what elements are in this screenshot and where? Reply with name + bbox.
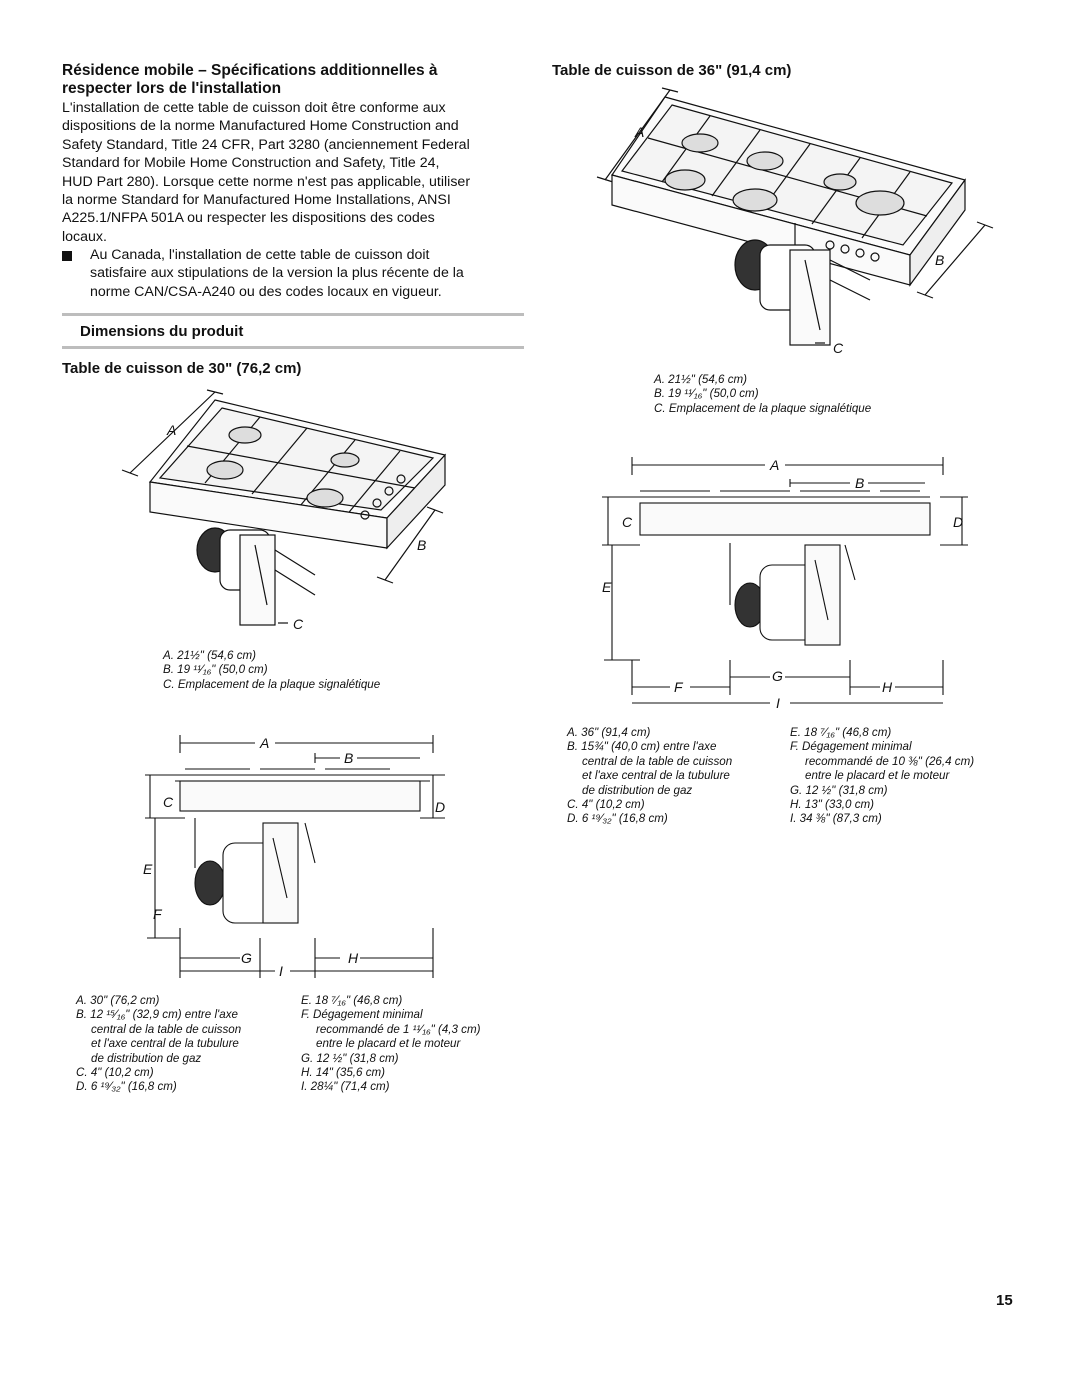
cooktop30-isometric-drawing: A B C xyxy=(121,389,447,632)
section-rule-top xyxy=(62,313,524,316)
dim-label-i: I xyxy=(279,963,283,979)
dim-label-f: F xyxy=(674,679,684,695)
front36-caption-left: A. 36" (91,4 cm) B. 15¾" (40,0 cm) entre… xyxy=(567,726,732,827)
dim-label-h: H xyxy=(882,679,893,695)
caption-line: recommandé de 10 ⅜" (26,4 cm) xyxy=(805,754,975,768)
caption-line: recommandé de 1 ¹¹⁄₁₆" (4,3 cm) xyxy=(316,1022,481,1036)
caption-line: A. 30" (76,2 cm) xyxy=(76,994,160,1007)
caption-line: C. 4" (10,2 cm) xyxy=(76,1066,154,1080)
heading-line: respecter lors de l'installation xyxy=(62,80,282,97)
dim-label-b: B xyxy=(935,252,944,268)
caption-line: E. 18 ⁷⁄₁₆" (46,8 cm) xyxy=(301,994,403,1007)
caption-line: de distribution de gaz xyxy=(582,783,693,797)
cooktop30-front-view-drawing: A B C D E F G H I xyxy=(143,735,445,979)
caption-line: entre le placard et le moteur xyxy=(805,769,950,783)
mobile-home-heading: Résidence mobile – Spécifications additi… xyxy=(62,62,532,98)
front30-caption-left: A. 30" (76,2 cm) B. 12 ¹⁵⁄₁₆" (32,9 cm) … xyxy=(76,994,241,1095)
caption-line: et l'axe central de la tubulure xyxy=(91,1037,239,1051)
caption-line: C. Emplacement de la plaque signalétique xyxy=(163,677,381,691)
caption-line: F. Dégagement minimal xyxy=(301,1008,423,1022)
caption-line: I. 28¼" (71,4 cm) xyxy=(301,1080,390,1094)
paragraph-line: Standard for Mobile Home Construction an… xyxy=(62,155,440,172)
caption-line: B. 19 ¹¹⁄₁₆" (50,0 cm) xyxy=(654,387,759,401)
bullet-line: norme CAN/CSA-A240 ou des codes locaux e… xyxy=(90,283,442,300)
dim-label-g: G xyxy=(772,668,783,684)
page-number: 15 xyxy=(996,1292,1013,1309)
paragraph-line: L'installation de cette table de cuisson… xyxy=(62,100,446,116)
front36-caption-right: E. 18 ⁷⁄₁₆" (46,8 cm) F. Dégagement mini… xyxy=(790,726,974,827)
dim-label-b: B xyxy=(417,537,426,553)
caption-line: H. 14" (35,6 cm) xyxy=(301,1066,386,1080)
caption-line: central de la table de cuisson xyxy=(582,754,733,768)
bullet-line: satisfaire aux stipulations de la versio… xyxy=(90,265,464,282)
caption-line: A. 36" (91,4 cm) xyxy=(567,726,651,739)
dim-label-b: B xyxy=(855,475,864,491)
dim-label-f: F xyxy=(153,906,163,922)
dim-label-c: C xyxy=(622,514,633,530)
paragraph-line: dispositions de la norme Manufactured Ho… xyxy=(62,118,459,135)
dim-label-c: C xyxy=(833,340,844,356)
caption-line: A. 21½" (54,6 cm) xyxy=(163,649,257,662)
dim-label-a: A xyxy=(634,124,644,140)
dim-label-e: E xyxy=(602,579,612,595)
dim-label-c: C xyxy=(293,616,304,632)
caption-line: I. 34 ⅜" (87,3 cm) xyxy=(790,812,882,826)
iso30-caption: A. 21½" (54,6 cm) B. 19 ¹¹⁄₁₆" (50,0 cm)… xyxy=(163,649,380,692)
dim-label-g: G xyxy=(241,950,252,966)
cooktop30-title: Table de cuisson de 30" (76,2 cm) xyxy=(62,360,302,377)
dim-label-b: B xyxy=(344,750,353,766)
paragraph-line: A225.1/NFPA 501A ou respecter les dispos… xyxy=(62,210,435,227)
dim-label-d: D xyxy=(953,514,963,530)
paragraph-line: la norme Standard for Manufactured Home … xyxy=(62,192,451,209)
caption-line: H. 13" (33,0 cm) xyxy=(790,798,875,812)
caption-line: C. Emplacement de la plaque signalétique xyxy=(654,401,872,415)
caption-line: B. 15¾" (40,0 cm) entre l'axe xyxy=(567,740,717,754)
caption-line: G. 12 ½" (31,8 cm) xyxy=(790,783,888,797)
caption-line: F. Dégagement minimal xyxy=(790,740,912,754)
front30-caption-right: E. 18 ⁷⁄₁₆" (46,8 cm) F. Dégagement mini… xyxy=(301,994,481,1095)
section-rule-bottom xyxy=(62,346,524,349)
caption-line: de distribution de gaz xyxy=(91,1051,202,1065)
caption-line: G. 12 ½" (31,8 cm) xyxy=(301,1051,399,1065)
caption-line: central de la table de cuisson xyxy=(91,1022,242,1036)
bullet-square xyxy=(62,251,72,261)
caption-line: E. 18 ⁷⁄₁₆" (46,8 cm) xyxy=(790,726,892,739)
dim-label-c: C xyxy=(163,794,174,810)
paragraph-line: Safety Standard, Title 24 CFR, Part 3280… xyxy=(62,136,470,153)
dim-label-h: H xyxy=(348,950,359,966)
bullet-line: Au Canada, l'installation de cette table… xyxy=(90,247,430,263)
dim-label-a: A xyxy=(259,735,269,751)
paragraph-line: HUD Part 280). Lorsque cette norme n'est… xyxy=(62,173,471,190)
caption-line: C. 4" (10,2 cm) xyxy=(567,798,645,812)
heading-line: Résidence mobile – Spécifications additi… xyxy=(62,62,438,79)
caption-line: D. 6 ¹⁹⁄₃₂" (16,8 cm) xyxy=(567,812,668,826)
iso36-caption: A. 21½" (54,6 cm) B. 19 ¹¹⁄₁₆" (50,0 cm)… xyxy=(654,373,871,416)
cooktop36-front-view-drawing: A B C D E F G H I xyxy=(602,457,968,711)
caption-line: et l'axe central de la tubulure xyxy=(582,769,730,783)
caption-line: B. 19 ¹¹⁄₁₆" (50,0 cm) xyxy=(163,663,268,677)
canada-bullet-text: Au Canada, l'installation de cette table… xyxy=(90,246,530,301)
cooktop36-title: Table de cuisson de 36" (91,4 cm) xyxy=(552,62,792,79)
caption-line: B. 12 ¹⁵⁄₁₆" (32,9 cm) entre l'axe xyxy=(76,1008,238,1022)
dim-label-d: D xyxy=(435,799,445,815)
dim-label-i: I xyxy=(776,695,780,711)
caption-line: A. 21½" (54,6 cm) xyxy=(654,373,748,386)
cooktop36-isometric-drawing: A B C xyxy=(596,87,994,356)
dim-label-e: E xyxy=(143,861,153,877)
installation-paragraph: L'installation de cette table de cuisson… xyxy=(62,99,532,246)
caption-line: entre le placard et le moteur xyxy=(316,1037,461,1051)
dim-label-a: A xyxy=(166,422,176,438)
caption-line: D. 6 ¹⁹⁄₃₂" (16,8 cm) xyxy=(76,1080,177,1094)
dim-label-a: A xyxy=(769,457,779,473)
section-title: Dimensions du produit xyxy=(80,323,244,340)
paragraph-line: locaux. xyxy=(62,228,107,245)
